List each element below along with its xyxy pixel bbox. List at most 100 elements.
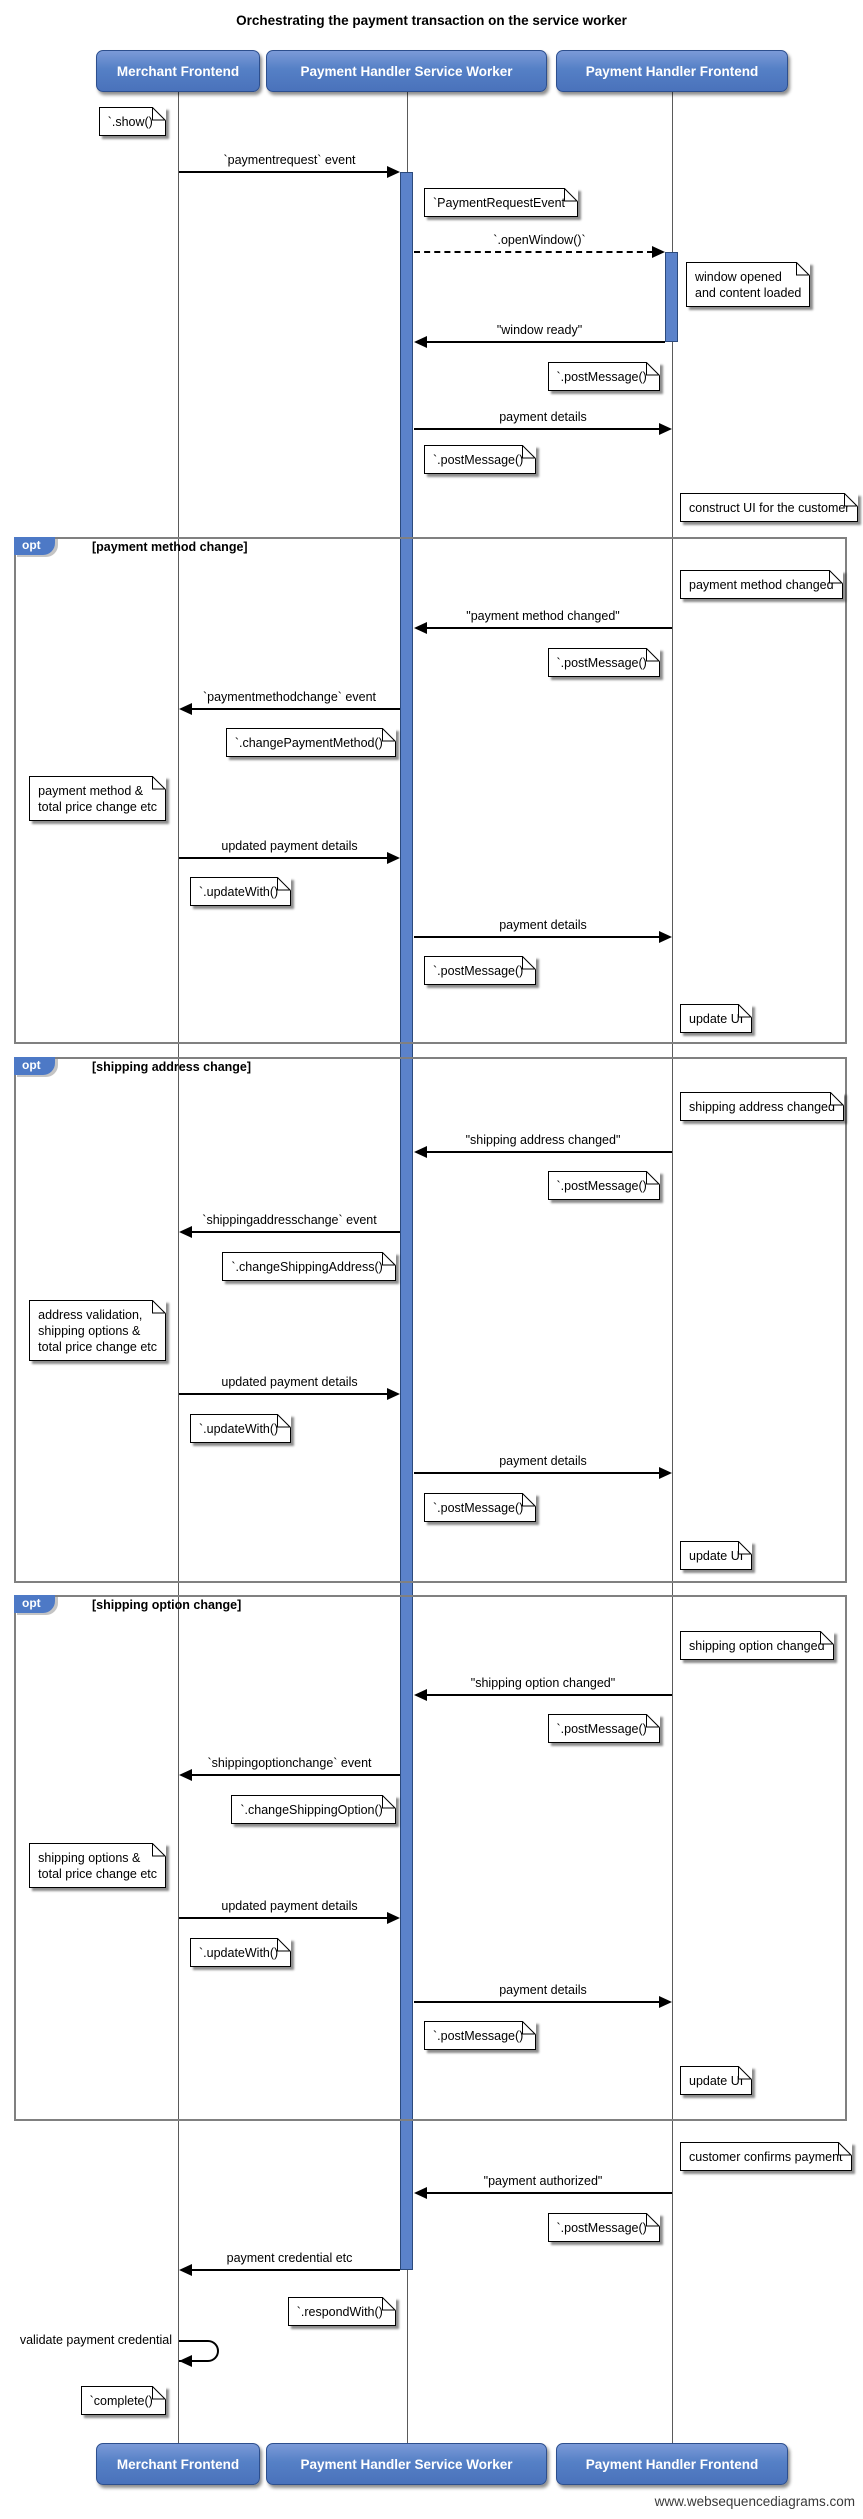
note: window opened and content loaded [686,262,811,307]
message-label: `shippingoptionchange` event [207,1756,372,1770]
note: shipping address changed [680,1092,844,1121]
message-label: "shipping option changed" [470,1676,616,1690]
note-line: payment method changed [689,578,834,592]
note-fold-icon [277,1938,292,1952]
message-line [179,1917,388,1919]
opt-frame-tab: opt [14,537,55,555]
note-line: shipping address changed [689,1100,835,1114]
message-label: payment details [499,1454,587,1468]
message-label: updated payment details [221,1375,358,1389]
note-fold-icon [152,107,166,121]
arrowhead-icon [414,1689,427,1701]
note-line: `complete()` [89,2394,157,2408]
opt-frame-guard: [payment method change] [92,540,248,554]
message-label: updated payment details [221,1899,358,1913]
note-line: `.updateWith()` [199,1946,283,1960]
message-line [179,1393,388,1395]
message-line [191,2269,400,2271]
note: shipping option changed [680,1631,834,1660]
note-line: total price change etc [38,800,157,814]
lifeline [178,92,179,2443]
note-line: `.changeShippingOption()` [240,1803,387,1817]
note-line: `.show()` [107,115,157,129]
note-line: `.postMessage()` [556,2221,651,2235]
note-line: update UI [689,1549,744,1563]
note-line: `.postMessage()` [433,453,528,467]
note-fold-icon [828,570,843,584]
arrowhead-icon [387,1388,400,1400]
arrowhead-icon [659,1467,672,1479]
arrowhead-icon [179,703,192,715]
participant-box: Merchant Frontend [96,2443,260,2485]
note-line: total price change etc [38,1867,157,1881]
note-line: `PaymentRequestEvent` [433,196,570,210]
arrowhead-icon [387,852,400,864]
message-label: payment details [499,1983,587,1997]
arrowhead-icon [179,2264,192,2276]
note: `complete()` [80,2386,166,2415]
note: `.changePaymentMethod()` [225,728,396,757]
note-line: and content loaded [695,286,802,300]
note: payment method &total price change etc [29,776,166,821]
note-fold-icon [522,1493,537,1507]
message-line [414,936,660,938]
note-fold-icon [829,1092,844,1106]
message-label: `shippingaddresschange` event [202,1213,377,1227]
message-line [426,1694,672,1696]
arrowhead-icon [387,166,400,178]
note-line: `.postMessage()` [556,1179,651,1193]
message-label: "payment method changed" [466,609,620,623]
activation-bar [665,252,678,342]
note-fold-icon [277,877,292,891]
note: `.respondWith()` [287,2297,396,2326]
note-fold-icon [646,2213,660,2227]
note-line: `.postMessage()` [433,964,528,978]
note-line: `.updateWith()` [199,885,283,899]
arrowhead-icon [414,336,427,348]
note-fold-icon [819,1631,834,1645]
note: `.changeShippingOption()` [231,1795,396,1824]
note-fold-icon [796,262,811,276]
message-label: "shipping address changed" [465,1133,621,1147]
message-label: validate payment credential [19,2333,172,2347]
arrowhead-icon [652,246,665,258]
message-line [414,428,660,430]
note-fold-icon [152,1300,166,1314]
diagram-title: Orchestrating the payment transaction on… [236,13,627,28]
note: `.postMessage()` [547,648,660,677]
note-line: `.updateWith()` [199,1422,283,1436]
note-line: update UI [689,1012,744,1026]
arrowhead-icon [414,2187,427,2199]
activation-bar [400,172,413,2270]
message-label: "window ready" [496,323,583,337]
note-fold-icon [646,648,660,662]
note: `.postMessage()` [547,1171,660,1200]
arrowhead-icon [414,622,427,634]
note: `.show()` [98,107,166,136]
note-fold-icon [382,2297,396,2311]
note: `.postMessage()` [424,956,537,985]
arrowhead-icon [179,1226,192,1238]
note: `PaymentRequestEvent` [424,188,579,217]
message-label: payment details [499,410,587,424]
note-fold-icon [564,188,579,202]
message-label: updated payment details [221,839,358,853]
arrowhead-icon [414,1146,427,1158]
message-line [179,857,388,859]
note: shipping options &total price change etc [29,1843,166,1888]
note-fold-icon [522,2021,537,2035]
participant-box: Payment Handler Service Worker [266,2443,547,2485]
note-line: customer confirms payment [689,2150,843,2164]
note-line: `.postMessage()` [556,656,651,670]
note-fold-icon [646,362,660,376]
note-line: `.respondWith()` [296,2305,387,2319]
note: update UI [680,1004,753,1033]
note-fold-icon [844,493,859,507]
note-fold-icon [277,1414,292,1428]
note-line: window opened [695,270,782,284]
note: `.postMessage()` [424,1493,537,1522]
opt-frame: opt[shipping option change] [14,1595,847,2121]
note-fold-icon [522,956,537,970]
